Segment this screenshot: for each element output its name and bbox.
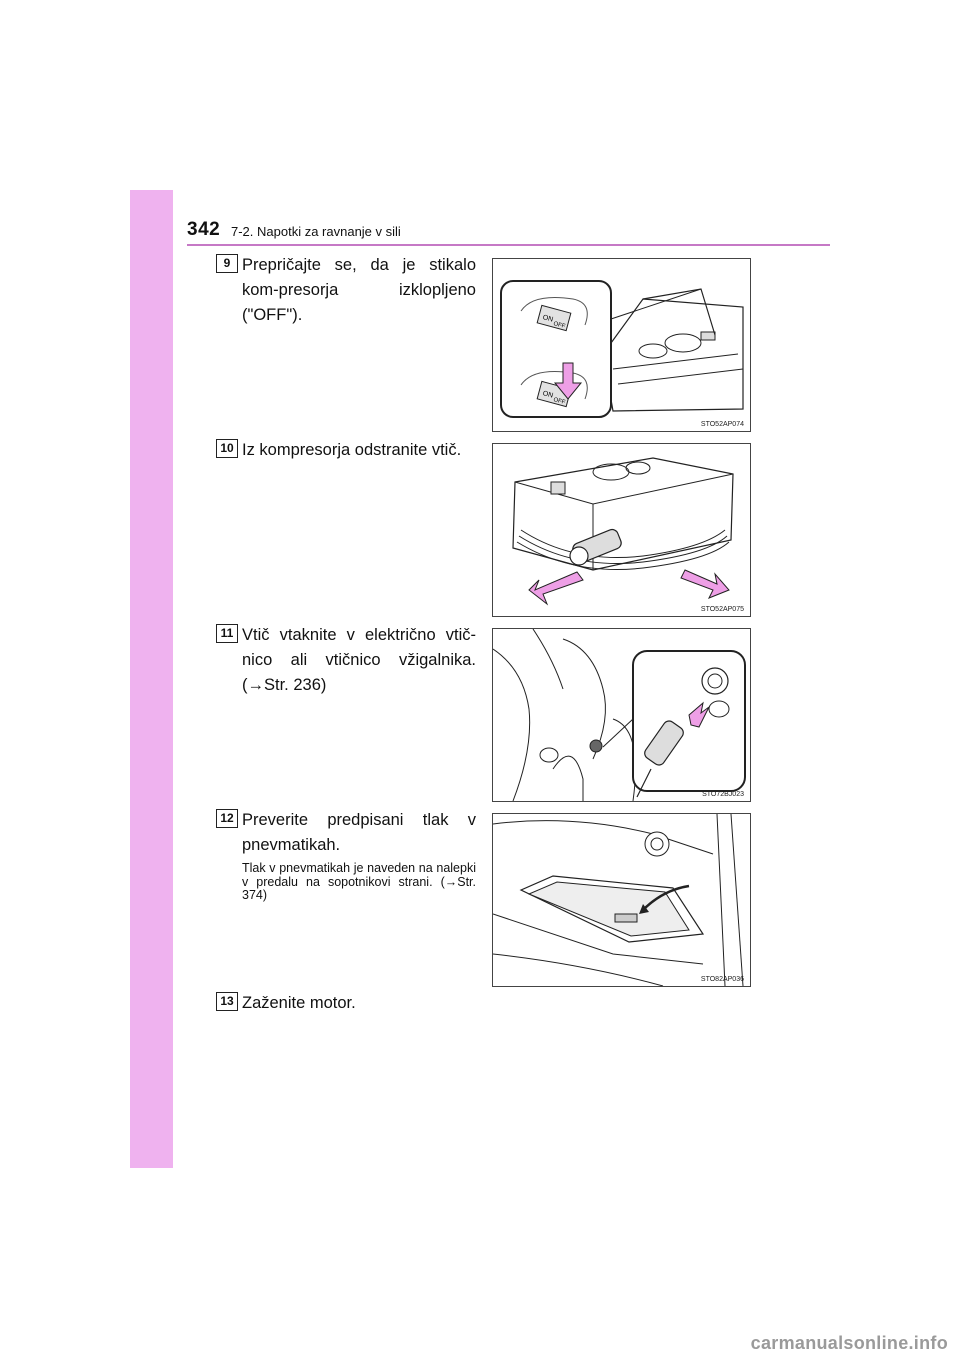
header-rule [187, 244, 830, 246]
chapter-side-tab [130, 190, 173, 1168]
step-text-10: Iz kompresorja odstranite vtič. [242, 441, 462, 459]
step-badge-12: 12 [216, 809, 238, 828]
inset-off-label-bottom: OFF [553, 397, 566, 406]
figure-compressor-switch: ON OFF ON OFF STO52AP074 [492, 258, 751, 432]
step-text-9: Prepričajte se, da je stikalo kom-presor… [242, 256, 476, 324]
step-text-11: Vtič vtaknite v električno vtič-nico ali… [242, 626, 476, 694]
figure-code-11: STO72BJ023 [702, 791, 744, 798]
section-title: 7-2. Napotki za ravnanje v sili [231, 224, 401, 239]
figure-code-10: STO52AP075 [700, 606, 744, 613]
inset-on-label-bottom: ON [542, 390, 554, 399]
figure-code-9: STO52AP074 [700, 421, 744, 428]
step-badge-10: 10 [216, 439, 238, 458]
step-badge-13: 13 [216, 992, 238, 1011]
step-text-12: Preverite predpisani tlak v pnevmatikah. [242, 811, 476, 854]
figure-remove-plug: STO52AP075 [492, 443, 751, 617]
step-note-12: Tlak v pnevmatikah je naveden na nalepki… [242, 861, 476, 902]
page-number: 342 [187, 219, 221, 240]
step-text-13: Zaženite motor. [242, 994, 356, 1012]
inset-off-label-top: OFF [553, 321, 566, 330]
step-badge-11: 11 [216, 624, 238, 643]
figure-code-12: STO82AP036 [700, 976, 744, 983]
step-badge-9: 9 [216, 254, 238, 273]
inset-on-label-top: ON [542, 314, 554, 323]
figure-glove-box: STO82AP036 [492, 813, 751, 987]
watermark: carmanualsonline.info [750, 1333, 948, 1353]
figure-power-outlet: STO72BJ023 [492, 628, 751, 802]
